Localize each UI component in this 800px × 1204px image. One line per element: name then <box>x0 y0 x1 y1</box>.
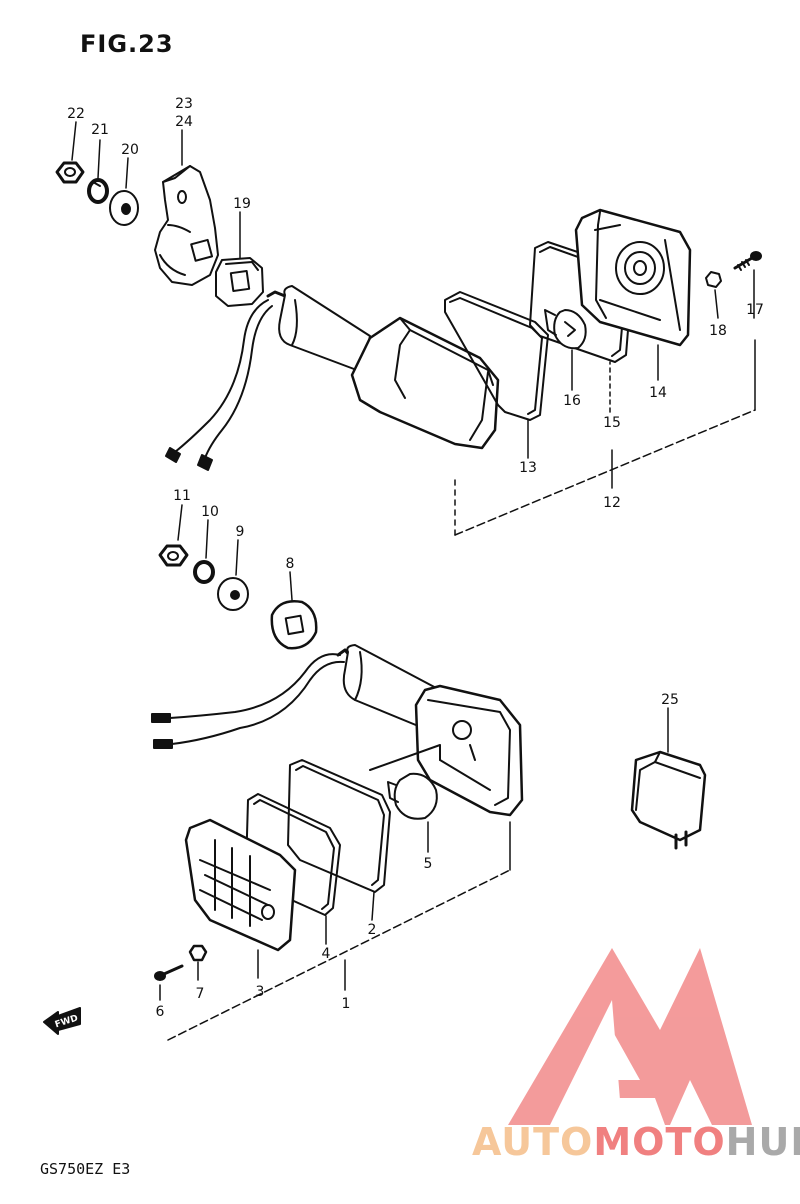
callout-20: 20 <box>121 142 139 158</box>
fwd-arrow: FWD <box>43 1007 81 1035</box>
screw-6 <box>154 964 184 981</box>
figure-title: FIG.23 <box>80 30 174 58</box>
nut-22 <box>55 161 85 184</box>
callout-25: 25 <box>661 692 679 708</box>
callout-22: 22 <box>67 106 85 122</box>
callout-12: 12 <box>603 495 621 511</box>
callout-24: 24 <box>175 114 193 130</box>
gasket-2 <box>287 759 391 893</box>
callout-18: 18 <box>709 323 727 339</box>
callout-9: 9 <box>236 524 245 540</box>
callout-21: 21 <box>91 122 109 138</box>
callout-23: 23 <box>175 96 193 112</box>
callout-8: 8 <box>286 556 295 572</box>
watermark-auto: AUTO <box>472 1120 594 1164</box>
nut-18 <box>705 271 722 288</box>
relay-25 <box>630 750 707 850</box>
nut-11 <box>158 544 189 567</box>
callout-10: 10 <box>201 504 219 520</box>
leader-lines <box>71 121 756 1041</box>
callout-6: 6 <box>156 1004 165 1020</box>
nut-7 <box>188 944 208 962</box>
callout-4: 4 <box>322 946 331 962</box>
callout-17: 17 <box>746 302 764 318</box>
lock-washer-10 <box>193 560 215 584</box>
watermark-moto: MOTO <box>593 1120 726 1164</box>
turn-signal-housing-upper <box>266 285 500 450</box>
watermark-text: AUTOMOTOHUB <box>472 1120 800 1164</box>
callout-3: 3 <box>256 984 265 1000</box>
wire-harness-upper <box>165 299 273 471</box>
lens-14 <box>574 208 692 347</box>
callout-numbers: 22 21 20 23 24 19 17 18 16 15 14 13 12 1… <box>67 96 764 1020</box>
leader-5 <box>369 744 441 771</box>
callout-1: 1 <box>342 996 351 1012</box>
callout-15: 15 <box>603 415 621 431</box>
wire-harness-lower <box>151 653 345 749</box>
washer-20 <box>109 190 139 226</box>
screw-17 <box>733 251 762 271</box>
bracket-23-24 <box>154 165 219 286</box>
grommet-19 <box>215 257 264 307</box>
watermark-hub: HUB <box>725 1120 800 1164</box>
washer-9 <box>217 577 249 611</box>
callout-14: 14 <box>649 385 667 401</box>
watermark-logo <box>508 948 752 1125</box>
lock-washer-21 <box>87 178 109 204</box>
callout-16: 16 <box>563 393 581 409</box>
bulb-16 <box>544 309 587 350</box>
callout-13: 13 <box>519 460 537 476</box>
bulb-5 <box>387 772 438 820</box>
grommet-8 <box>270 600 318 650</box>
callout-11: 11 <box>173 488 191 504</box>
callout-2: 2 <box>368 922 377 938</box>
callout-7: 7 <box>196 986 205 1002</box>
model-code: GS750EZ E3 <box>40 1160 131 1178</box>
lens-3 <box>184 818 297 952</box>
turn-signal-housing-lower <box>336 644 524 817</box>
callout-19: 19 <box>233 196 251 212</box>
callout-5: 5 <box>424 856 433 872</box>
